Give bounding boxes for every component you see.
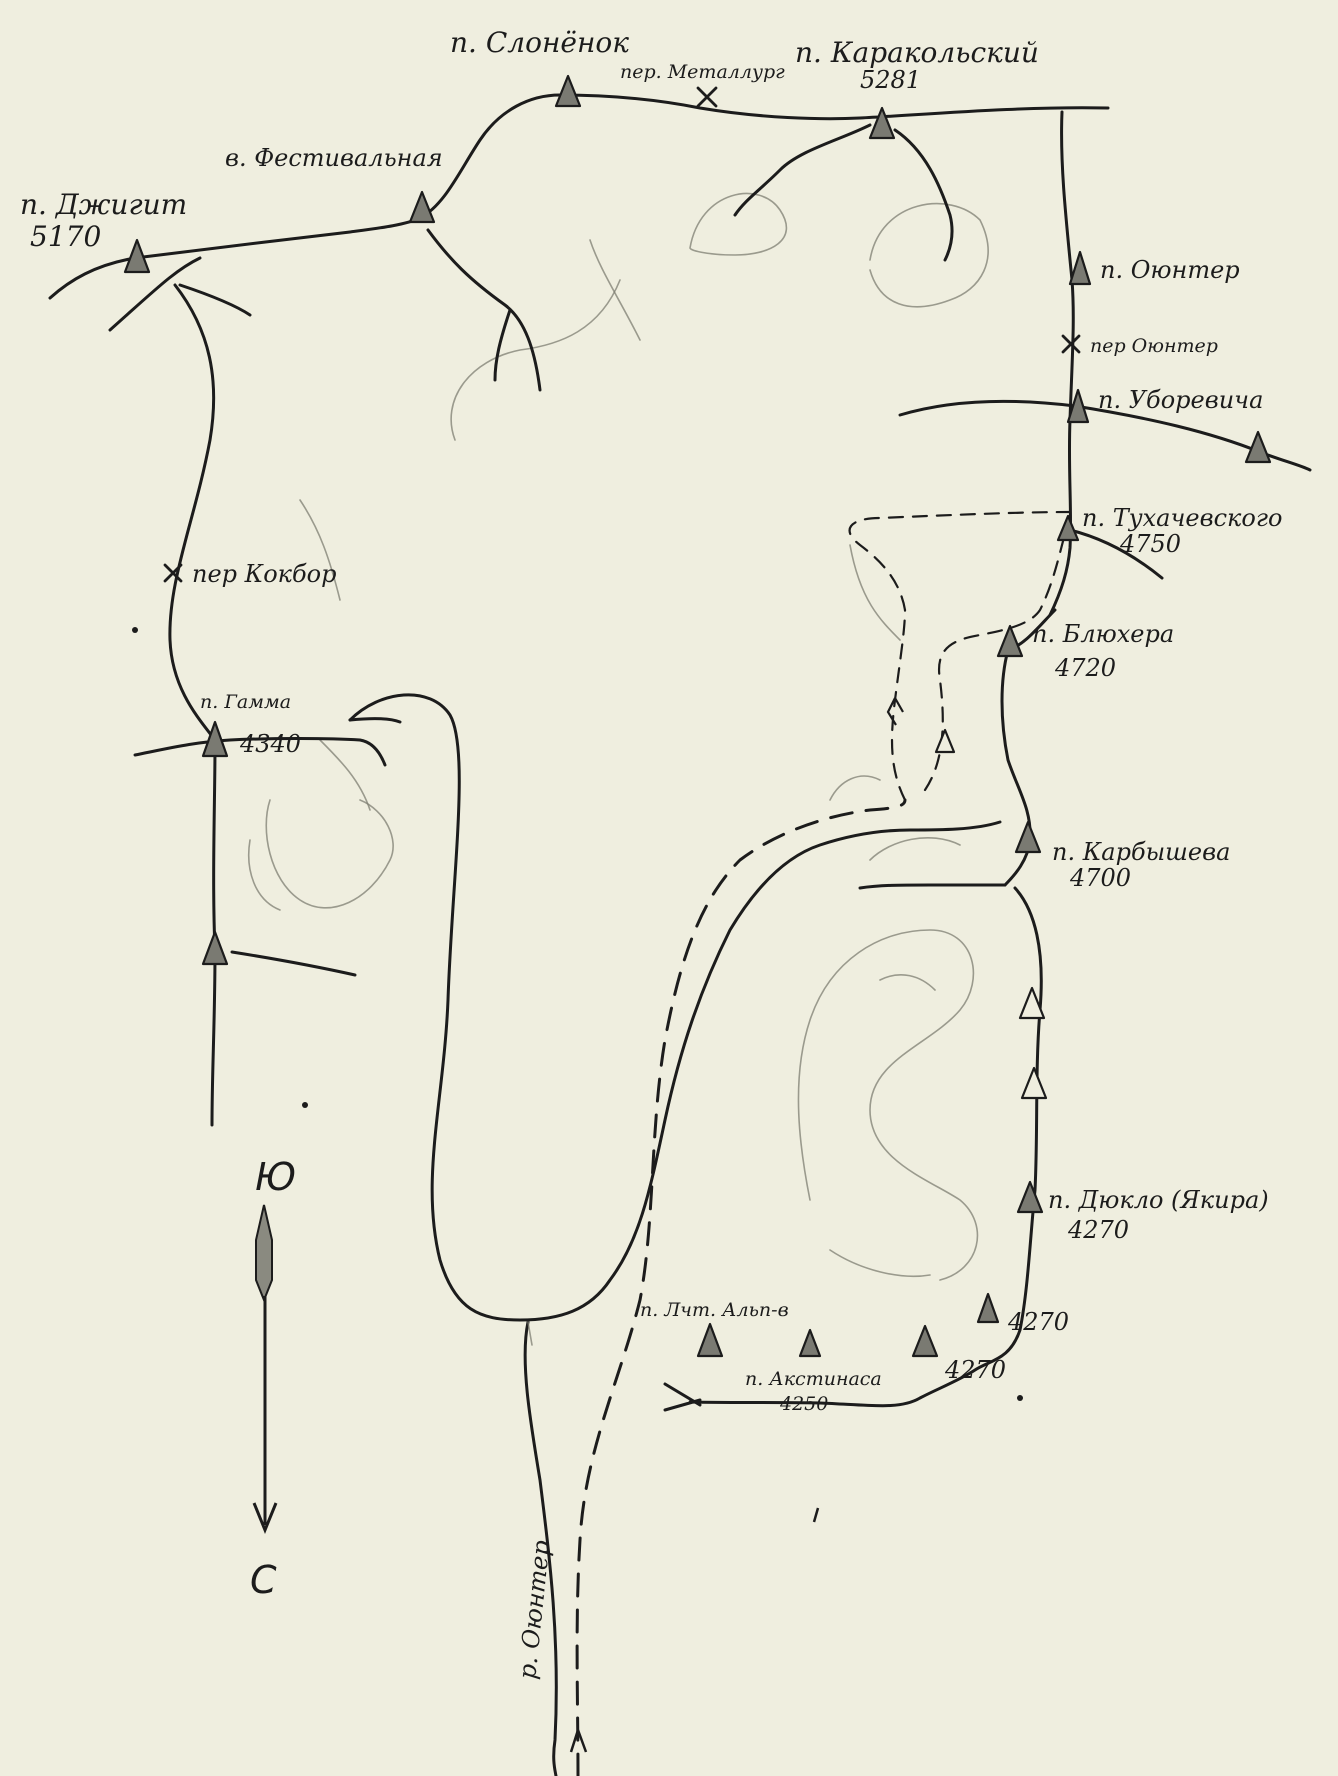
pass-kokbor-marker: [163, 563, 183, 583]
label-pass-kokbor: пер Кокбор: [192, 560, 336, 588]
peak-unnamed-east-marker: [1244, 430, 1272, 464]
label-gamma-name: п. Гамма: [200, 691, 291, 713]
dot-2: [302, 1102, 308, 1108]
label-blyukhera-height: 4720: [1054, 654, 1116, 682]
peak-small-marker: [934, 728, 956, 754]
peak-tukhachevskogo-marker: [1056, 514, 1080, 542]
label-4270-east: 4270: [1007, 1308, 1069, 1336]
compass-north-label: С: [250, 1558, 277, 1602]
ascent-route: [575, 510, 1072, 1776]
label-lchtalp: п. Лчт. Альп-в: [640, 1299, 789, 1321]
label-karakolsky-height: 5281: [860, 66, 921, 94]
compass: Ю С: [250, 1155, 296, 1602]
dot-1: [132, 627, 138, 633]
label-tukhachevskogo-height: 4750: [1119, 530, 1181, 558]
label-uborevicha: п. Уборевича: [1098, 386, 1263, 414]
dot-3: [1017, 1395, 1023, 1401]
label-4270-south: 4270: [944, 1356, 1006, 1384]
label-dyuklo-height: 4270: [1067, 1216, 1129, 1244]
label-dzhigit-height: 5170: [30, 220, 101, 253]
pass-oyunter-marker: [1061, 334, 1081, 354]
peak-uborevicha-marker: [1066, 388, 1090, 424]
river-line: [523, 1320, 558, 1776]
route-arrow-up: [569, 1729, 588, 1753]
peak-4270-south-marker: [911, 1324, 939, 1358]
peak-oyunter-marker: [1068, 250, 1092, 286]
peak-festivalnaya-marker: [408, 190, 436, 224]
peak-4270-east-marker: [976, 1292, 1000, 1324]
peak-ridge-marker-2: [1020, 1066, 1048, 1100]
label-dzhigit-name: п. Джигит: [20, 188, 187, 221]
pass-metallurg-marker: [696, 86, 718, 108]
label-slonenok: п. Слонёнок: [450, 26, 629, 59]
label-karbysheva-name: п. Карбышева: [1052, 838, 1230, 866]
peak-markers: [123, 74, 1272, 1358]
label-gamma-height: 4340: [239, 730, 301, 758]
peak-karbysheva-marker: [1014, 820, 1042, 854]
peak-lower-west-marker: [201, 930, 229, 966]
label-pass-oyunter: пер Оюнтер: [1090, 335, 1218, 357]
label-dyuklo-name: п. Дюкло (Якира): [1048, 1186, 1269, 1214]
compass-arrow-fletching: [255, 1204, 273, 1303]
label-river: р. Оюнтер: [513, 1539, 555, 1681]
label-pass-metallurg: пер. Металлург: [620, 61, 785, 83]
peak-karakolsky-marker: [868, 106, 896, 140]
peak-blyukhera-marker: [996, 624, 1024, 658]
label-tukhachevskogo-name: п. Тухачевского: [1082, 504, 1282, 532]
peak-slonenok-marker: [554, 74, 582, 108]
label-oyunter-peak: п. Оюнтер: [1100, 256, 1240, 284]
pass-markers: [163, 86, 1081, 583]
peak-dzhigit-marker: [123, 238, 151, 274]
label-karakolsky-name: п. Каракольский: [795, 36, 1039, 69]
peak-dyuklo-marker: [1016, 1180, 1044, 1214]
glacier-contours: [248, 192, 989, 1281]
label-akstinasa-name: п. Акстинаса: [745, 1368, 882, 1390]
map-labels: п. Джигит 5170 в. Фестивальная п. Слонён…: [20, 26, 1282, 1681]
peak-akstinasa-marker: [798, 1328, 822, 1358]
peak-gamma-marker: [201, 720, 229, 758]
route-arrow-down: [886, 697, 904, 726]
stray-mark: [812, 1507, 820, 1523]
compass-south-label: Ю: [255, 1155, 296, 1199]
label-karbysheva-height: 4700: [1069, 864, 1131, 892]
label-festivalnaya: в. Фестивальная: [225, 144, 443, 172]
label-blyukhera-name: п. Блюхера: [1032, 620, 1174, 648]
label-akstinasa-height: 4250: [779, 1393, 828, 1415]
river-bank: [527, 1321, 533, 1346]
peak-ridge-marker-1: [1018, 986, 1046, 1020]
peak-lchtalp-marker: [696, 1322, 724, 1358]
valley-outline: [348, 693, 1002, 1322]
compass-arrow-head: [252, 1502, 278, 1534]
